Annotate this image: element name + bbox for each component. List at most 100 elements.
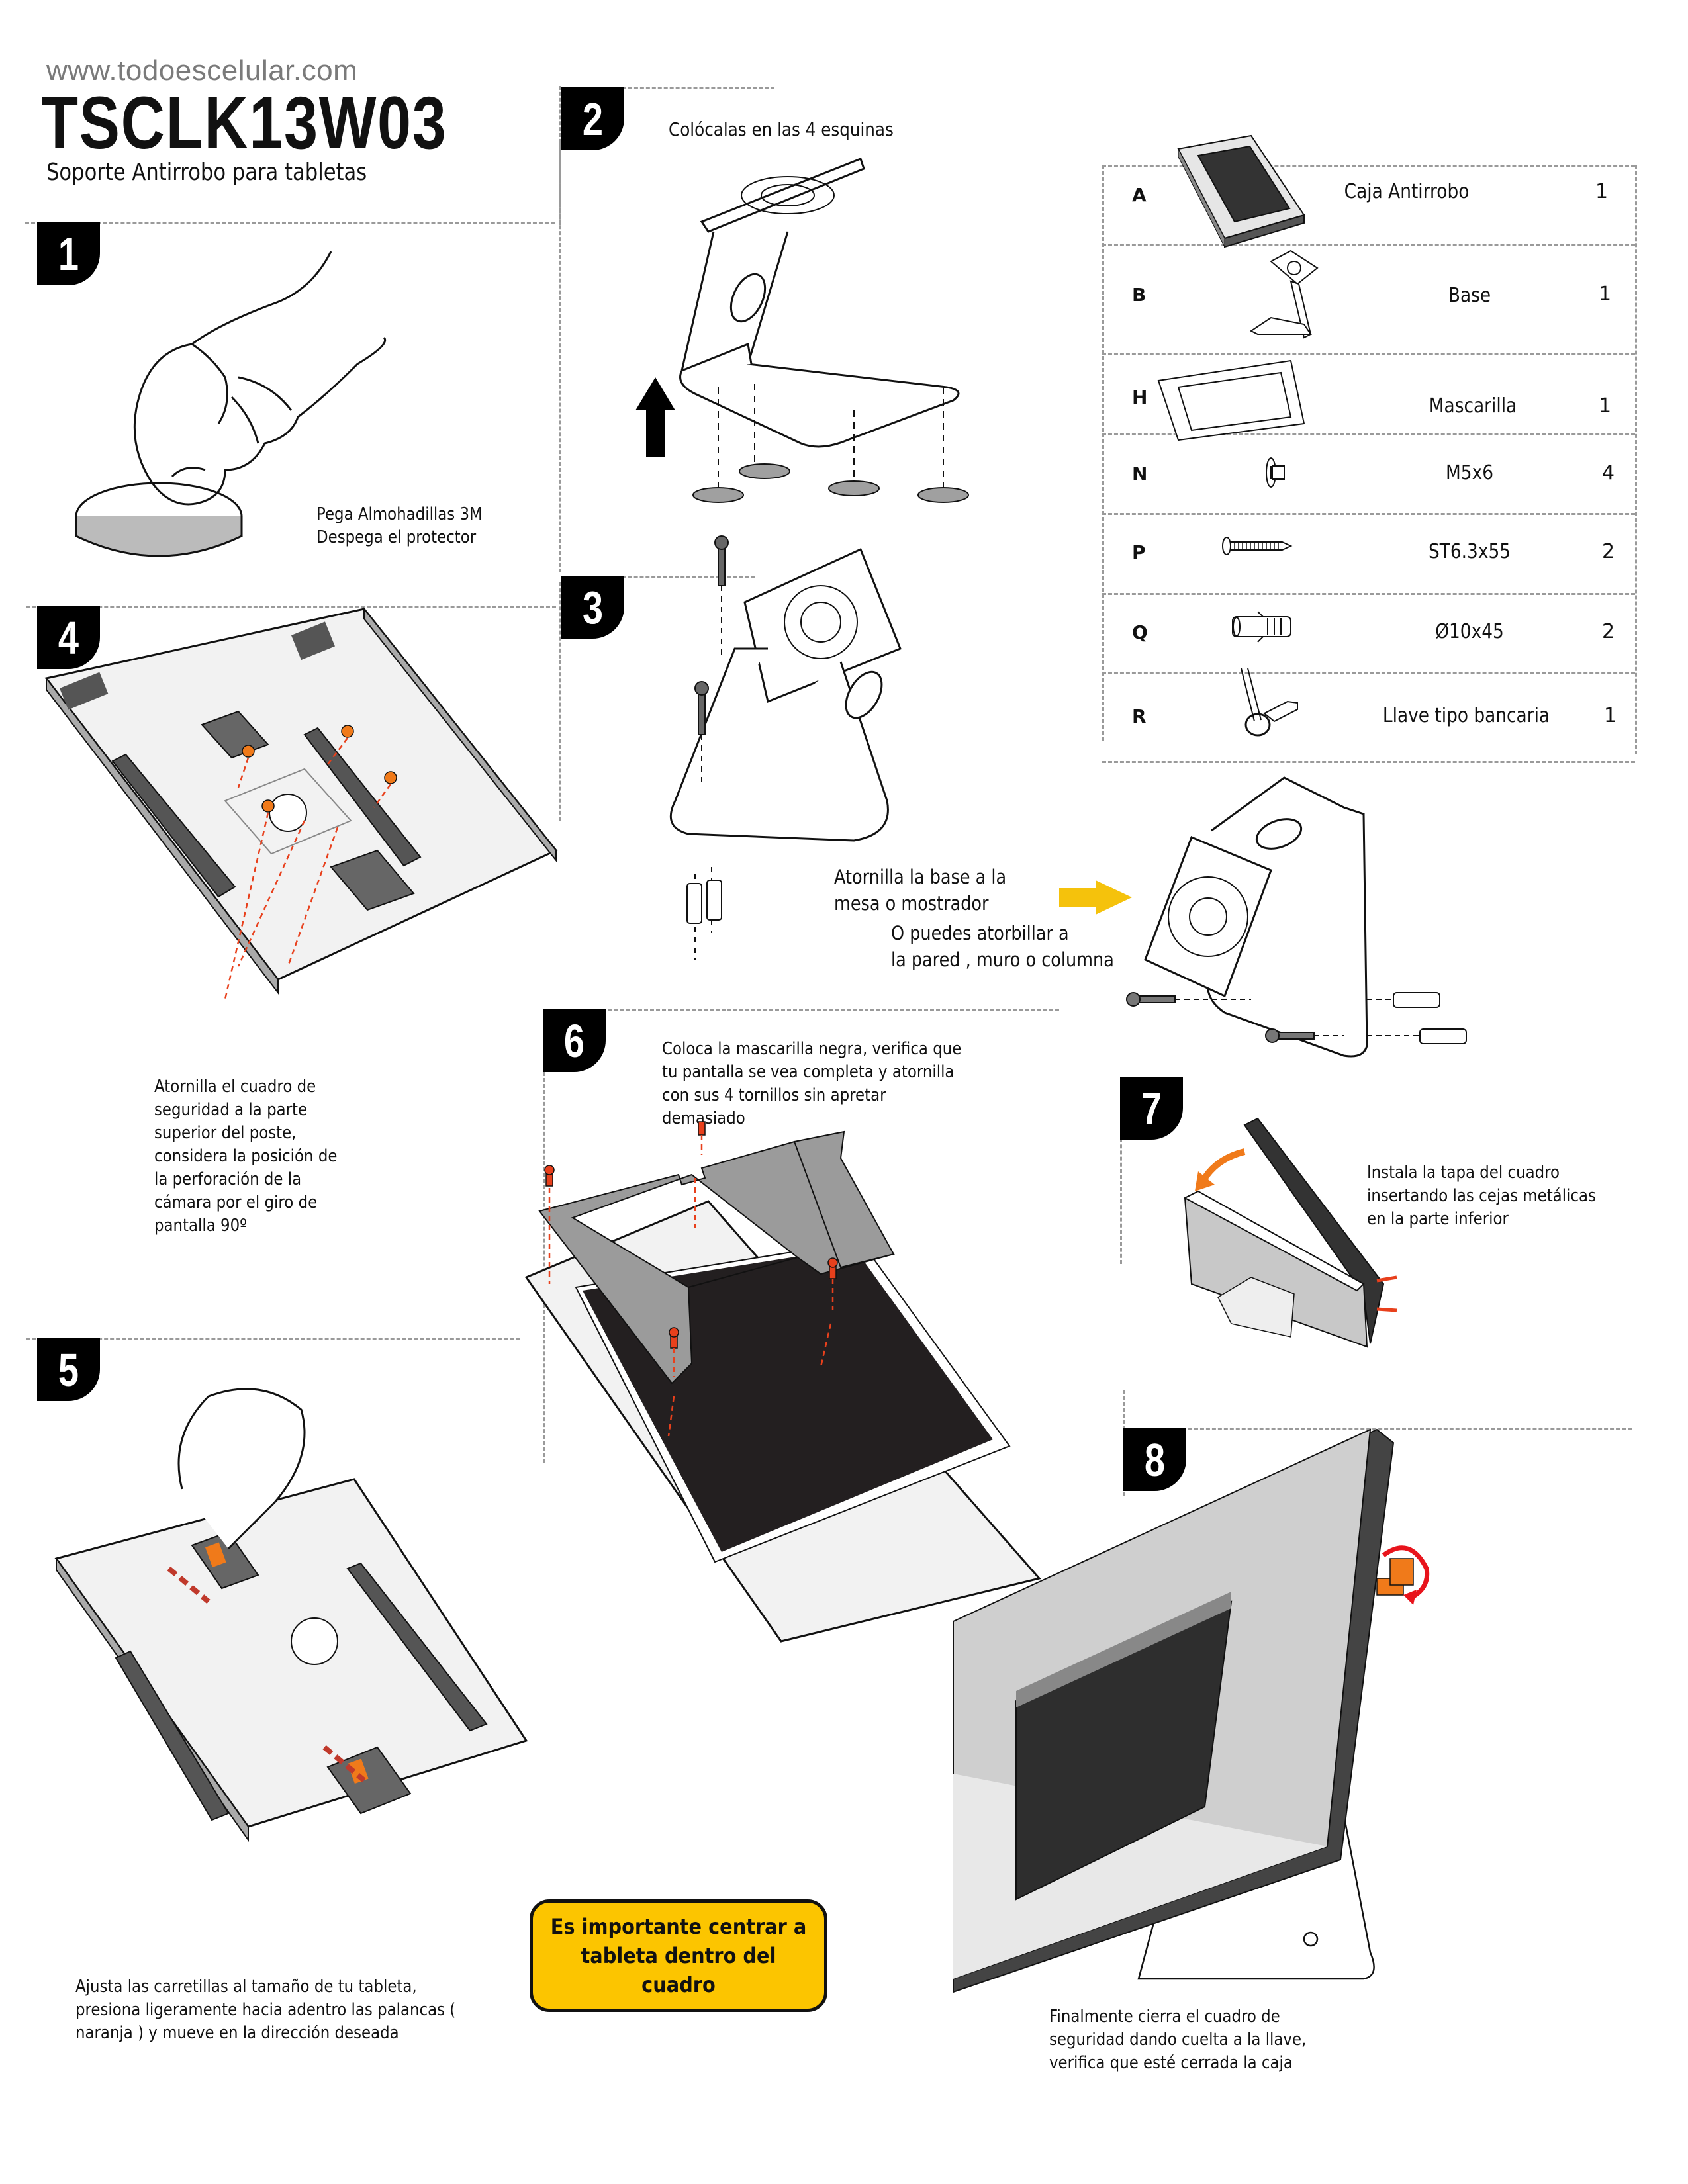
part-row-q: Q Ø10x45 2 — [1102, 595, 1635, 674]
security-box-icon — [1177, 134, 1305, 248]
part-row-n: N M5x6 4 — [1102, 435, 1635, 515]
step-badge-3: 3 — [561, 576, 624, 639]
slider-clamp — [330, 849, 415, 911]
part-name: Caja Antirrobo — [1344, 180, 1470, 203]
parts-border — [1635, 165, 1637, 754]
step-2-illustration — [635, 158, 969, 503]
part-name: Llave tipo bancaria — [1382, 704, 1550, 727]
up-arrow-icon — [635, 377, 675, 457]
pad-guides — [718, 384, 944, 490]
part-row-h: H Mascarilla 1 — [1102, 355, 1635, 435]
hand-icon — [177, 1388, 306, 1550]
screw-icon — [544, 1121, 838, 1349]
step-4-caption: Atornilla el cuadro de seguridad a la pa… — [154, 1077, 338, 1236]
step-7-caption: Instala la tapa del cuadro insertando la… — [1367, 1163, 1596, 1229]
base-plate — [669, 647, 889, 842]
step-badge-8: 8 — [1123, 1428, 1186, 1491]
part-letter: R — [1132, 705, 1147, 727]
frame-cover — [1243, 1117, 1385, 1344]
step-7-illustration — [1183, 1117, 1397, 1348]
keys-icon — [1241, 668, 1298, 737]
step-8-illustration — [953, 1428, 1430, 1993]
part-name: Mascarilla — [1429, 394, 1517, 418]
step-5-illustration — [54, 1388, 528, 1843]
step-1-caption: Pega Almohadillas 3M Despega el protecto… — [316, 504, 483, 547]
step-badge-7: 7 — [1120, 1077, 1183, 1140]
part-qty: 2 — [1602, 540, 1615, 563]
vesa-plate — [1144, 836, 1272, 998]
foam-strip — [346, 1562, 488, 1732]
part-name: Base — [1448, 284, 1491, 307]
divider — [543, 1009, 1059, 1011]
stand-icon — [679, 158, 960, 448]
model-title: TSCLK13W03 — [41, 81, 447, 164]
orange-lever — [205, 1542, 226, 1568]
divider — [543, 1072, 545, 1463]
step-5-caption: Ajusta las carretillas al tamaño de tu t… — [75, 1977, 456, 2043]
part-row-p: P ST6.3x55 2 — [1102, 515, 1635, 595]
yellow-arrow-icon — [1059, 880, 1132, 915]
foam-strip — [303, 727, 422, 867]
part-qty: 1 — [1599, 283, 1612, 306]
key-icon — [1376, 1545, 1430, 1605]
foam-strip — [111, 753, 236, 898]
part-row-r: R Llave tipo bancaria 1 — [1102, 674, 1635, 763]
part-qty: 1 — [1599, 394, 1612, 418]
adhesive-pads — [692, 463, 969, 503]
divider — [26, 1338, 520, 1340]
wall-anchor-icon — [686, 880, 722, 924]
step-1-illustration — [75, 251, 386, 557]
part-letter: N — [1132, 463, 1148, 484]
step-8-caption: Finalmente cierra el cuadro de seguridad… — [1049, 2007, 1307, 2073]
part-qty: 1 — [1595, 180, 1609, 203]
product-subtitle: Soporte Antirrobo para tabletas — [46, 159, 367, 186]
part-letter: H — [1132, 387, 1148, 408]
part-name: ST6.3x55 — [1428, 540, 1511, 563]
divider — [25, 222, 555, 224]
parts-border — [1102, 165, 1104, 741]
divider — [26, 606, 556, 608]
mask-frame — [538, 1130, 895, 1385]
step-6-caption: Coloca la mascarilla negra, verifica que… — [662, 1039, 962, 1128]
parts-list: A Caja Antirrobo 1 B Base 1 H Mascarilla… — [1102, 165, 1635, 763]
step-3-illustration — [669, 535, 902, 960]
wood-screw-icon — [1222, 537, 1293, 555]
website-url: www.todoescelular.com — [46, 54, 358, 87]
part-qty: 1 — [1604, 704, 1617, 727]
divider — [622, 576, 755, 578]
screw-icon — [242, 725, 397, 813]
step-badge-2: 2 — [561, 87, 624, 150]
step-3-caption-alt: O puedes atorbillar a la pared , muro o … — [891, 922, 1114, 971]
step-badge-6: 6 — [543, 1009, 606, 1072]
hand-icon — [133, 251, 386, 506]
parts-border — [1102, 165, 1635, 167]
wall-anchor-icon — [1232, 611, 1291, 643]
step-6-illustration — [524, 1121, 1041, 1643]
frame-tray — [44, 608, 558, 981]
divider — [1188, 1428, 1632, 1430]
part-qty: 4 — [1602, 461, 1615, 484]
mount-plate — [743, 547, 902, 704]
adhesive-pad-icon — [75, 482, 243, 557]
divider — [1120, 1138, 1122, 1264]
part-row-a: A Caja Antirrobo 1 — [1102, 165, 1635, 246]
double-arrow-icon — [167, 1566, 366, 1783]
part-letter: A — [1132, 184, 1147, 206]
part-name: M5x6 — [1446, 461, 1493, 484]
part-letter: P — [1132, 541, 1146, 563]
step-3-caption: Atornilla la base a la mesa o mostrador — [834, 866, 1007, 915]
step-badge-1: 1 — [37, 222, 100, 285]
divider — [559, 582, 561, 821]
wall-anchor-icon — [1393, 992, 1467, 1044]
foam-strip — [115, 1650, 230, 1821]
step-badge-5: 5 — [37, 1338, 100, 1401]
screw-icon — [694, 535, 729, 735]
stand-base-icon — [1250, 250, 1319, 339]
divider — [622, 87, 774, 89]
part-name: Ø10x45 — [1435, 620, 1504, 643]
rotate-arrow-icon — [1201, 1148, 1246, 1180]
part-row-b: B Base 1 — [1102, 246, 1635, 355]
machine-screw-icon — [1266, 457, 1285, 488]
part-qty: 2 — [1602, 620, 1615, 643]
mask-frame-icon — [1157, 359, 1305, 441]
